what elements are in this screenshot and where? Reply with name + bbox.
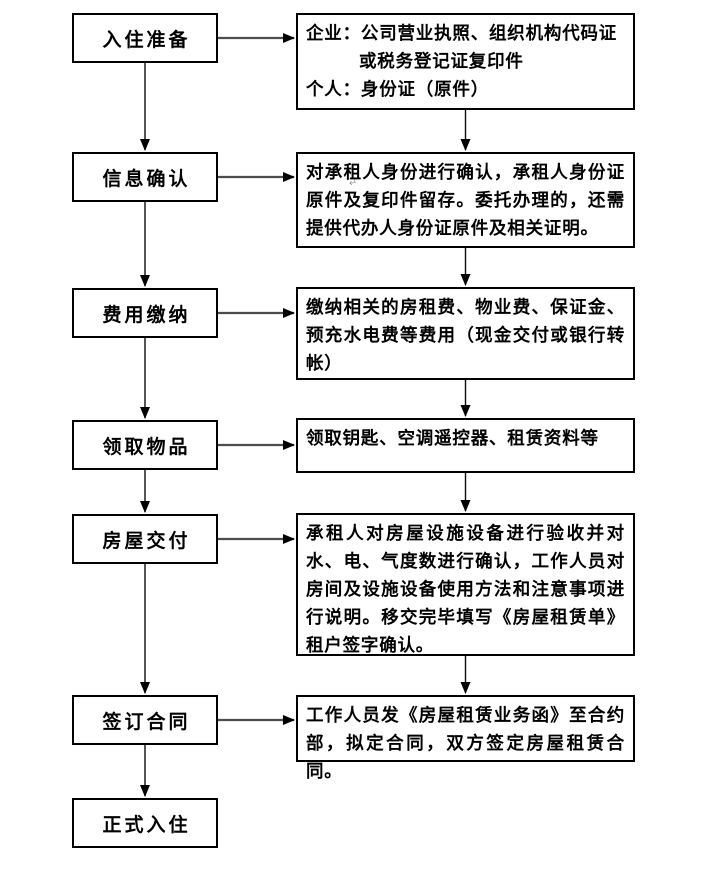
step-label: 签订合同 [102, 710, 191, 733]
detail-text: 领取钥匙、空调遥控器、租赁资料等 [306, 429, 599, 449]
detail-box-information-confirmation: 对承租人身份进行确认，承租人身份证原件及复印件留存。委托办理的，还需提供代办人身… [296, 152, 635, 248]
detail-box-move-in-preparation: 企业：公司营业执照、组织机构代码证 或税务登记证复印件 个人：身份证（原件） [296, 13, 635, 110]
step-label: 领取物品 [102, 435, 191, 458]
line-break-mark-icon: ↵ [348, 177, 359, 190]
detail-box-house-handover: 承租人对房屋设施设备进行验收并对水、电、气度数进行确认，工作人员对房间及设施设备… [296, 513, 635, 656]
step-box-house-handover: 房屋交付 [72, 514, 218, 564]
step-label: 信息确认 [102, 167, 191, 190]
step-label: 正式入住 [102, 813, 191, 836]
detail-line: 企业：公司营业执照、组织机构代码证 [306, 24, 618, 44]
detail-text: 承租人对房屋设施设备进行验收并对水、电、气度数进行确认，工作人员对房间及设施设备… [306, 524, 625, 656]
step-box-official-move-in: 正式入住 [72, 798, 218, 848]
step-box-move-in-preparation: 入住准备 [72, 13, 218, 63]
step-box-sign-contract: 签订合同 [72, 695, 218, 745]
step-box-fee-payment: 费用缴纳 [72, 288, 218, 338]
step-label: 入住准备 [102, 28, 191, 51]
detail-box-sign-contract: 工作人员发《房屋租赁业务函》至合约部，拟定合同，双方签定房屋租赁合同。 [296, 695, 635, 782]
detail-line: 个人：身份证（原件） [306, 80, 489, 100]
step-label: 费用缴纳 [102, 303, 191, 326]
detail-box-collect-items: 领取钥匙、空调遥控器、租赁资料等 [296, 418, 635, 473]
detail-text: 对承租人身份进行确认，承租人身份证原件及复印件留存。委托办理的，还需提供代办人身… [306, 163, 625, 239]
step-box-collect-items: 领取物品 [72, 420, 218, 470]
detail-box-fee-payment: 缴纳相关的房租费、物业费、保证金、预充水电费等费用（现金交付或银行转帐） [296, 287, 635, 380]
detail-text: 缴纳相关的房租费、物业费、保证金、预充水电费等费用（现金交付或银行转帐） [306, 298, 625, 374]
step-box-information-confirmation: 信息确认 [72, 152, 218, 202]
step-label: 房屋交付 [102, 529, 191, 552]
detail-line: 或税务登记证复印件 [359, 52, 524, 72]
detail-text: 工作人员发《房屋租赁业务函》至合约部，拟定合同，双方签定房屋租赁合同。 [306, 706, 625, 782]
